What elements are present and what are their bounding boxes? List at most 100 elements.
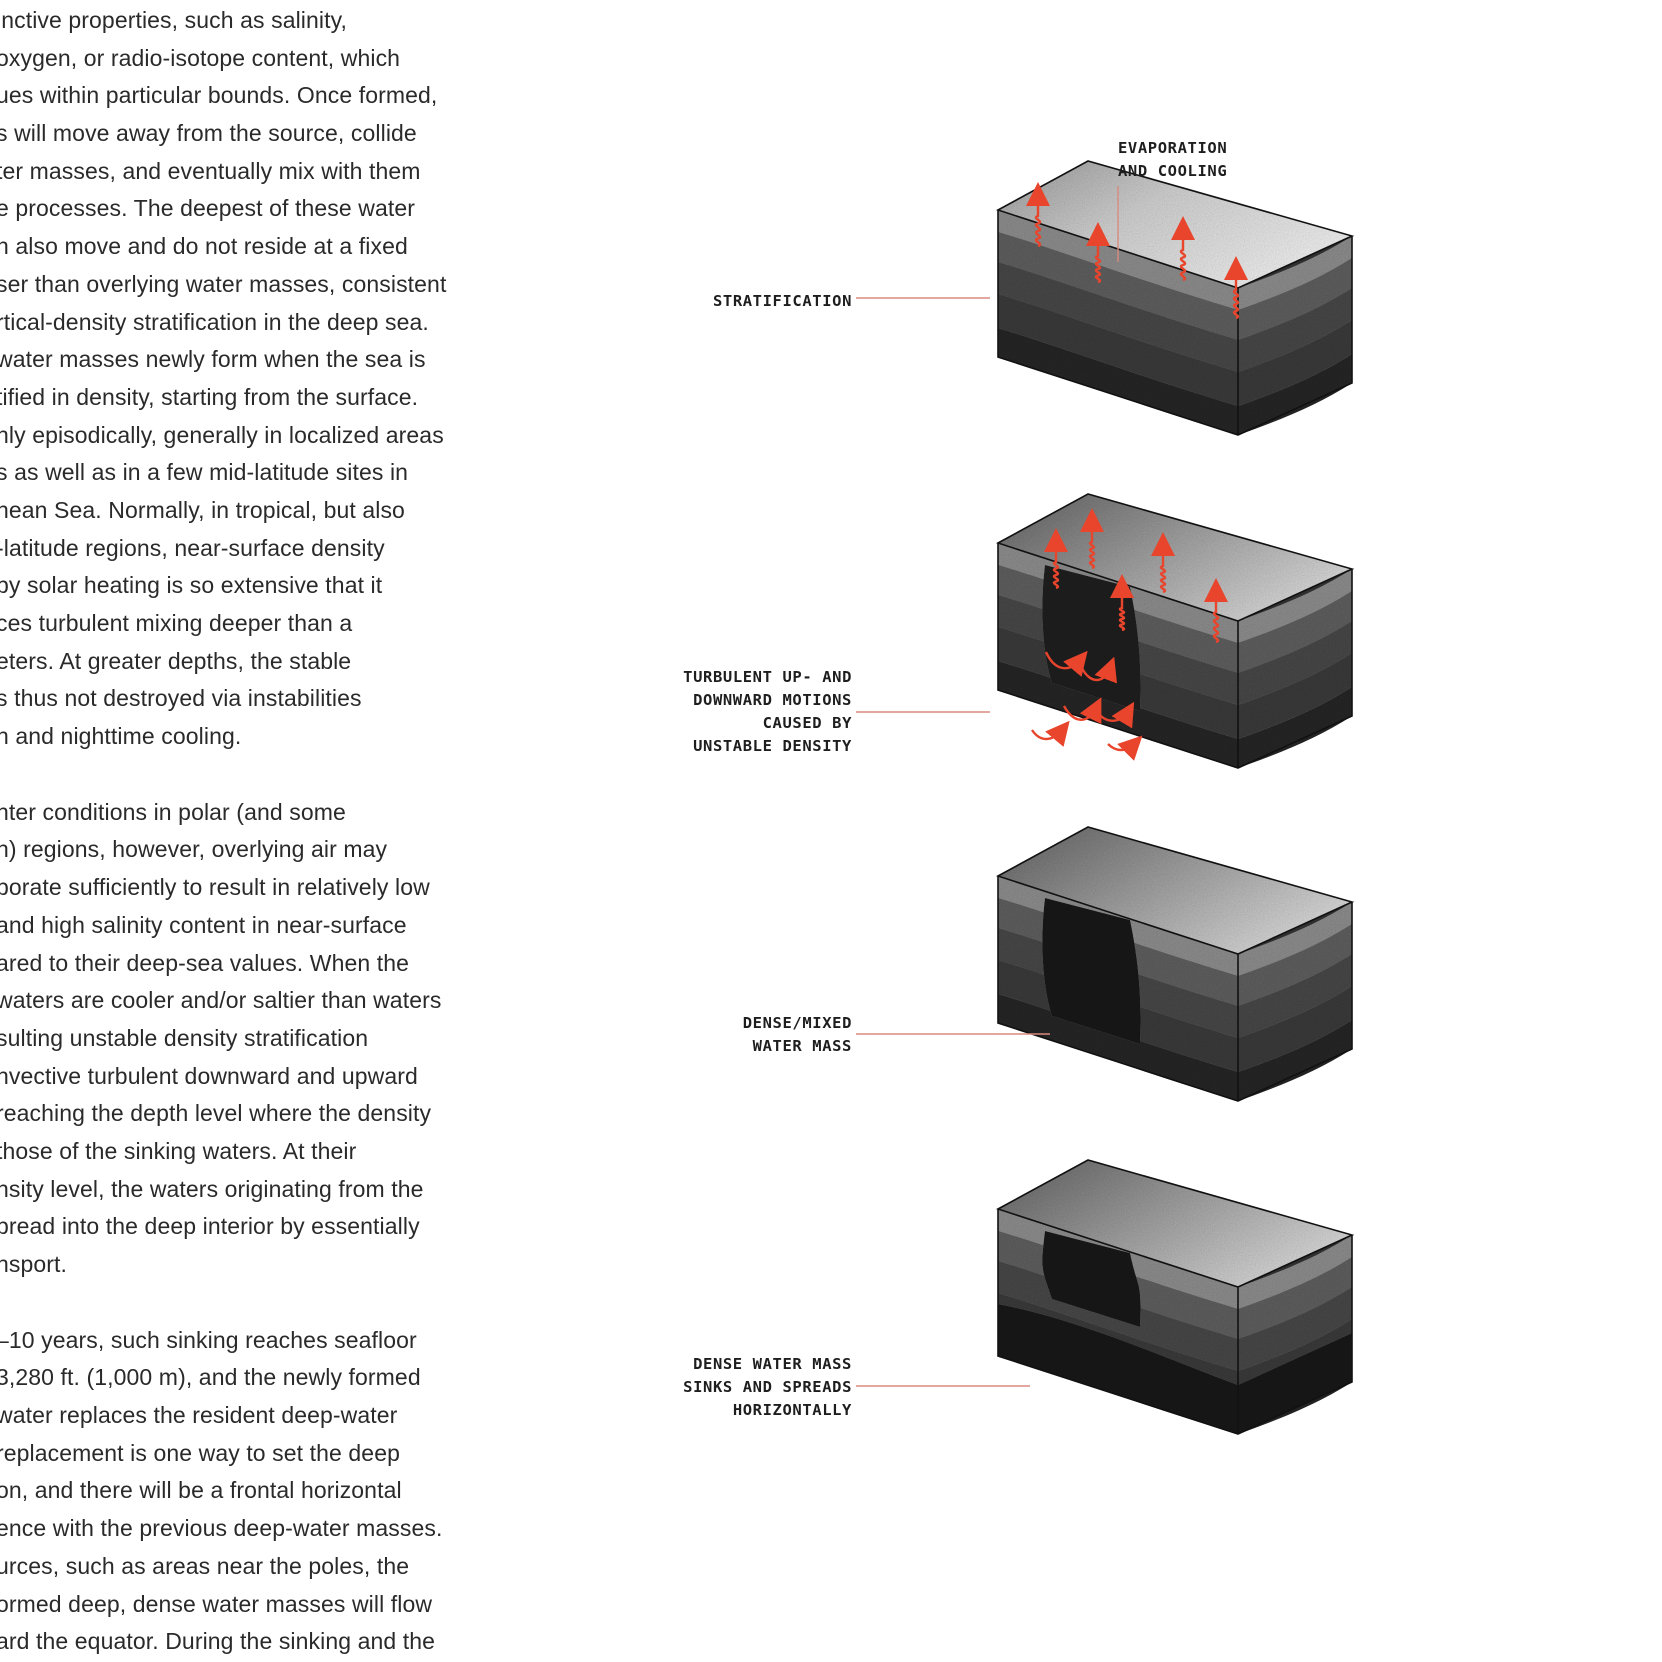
spreading-dense-layer [998,1304,1352,1434]
turbulence-arrow [1094,701,1135,729]
article-line: pread into the deep interior by essentia… [0,1213,420,1240]
article-line: nly episodically, generally in localized… [0,421,444,448]
article-line: ard the equator. During the sinking and … [0,1628,436,1655]
article-line: ser than overlying water masses, consist… [0,270,447,297]
article-line: tified in density, starting from the sur… [0,383,419,410]
article-line: ence with the previous deep-water masses… [0,1515,443,1542]
water-mass-formation-figure: EVAPORATION AND COOLING STRATIFICATION T… [660,0,1662,1662]
evaporation-arrow [1086,222,1110,284]
article-line: nsity level, the waters originating from… [0,1175,424,1202]
block-stage-2 [995,493,1355,769]
article-line: s thus not destroyed via instabilities [0,685,362,712]
water-layer-band [1238,569,1352,643]
figure-illustration [856,160,1355,1435]
article-line: eters. At greater depths, the stable [0,647,352,674]
block-top-face [998,1160,1352,1287]
article-line: and high salinity content in near-surfac… [0,911,407,938]
water-layer-band [998,232,1238,340]
evaporation-arrow [1151,532,1175,594]
article-line: nter conditions in polar (and some [0,798,346,825]
water-layer-band [1238,1020,1352,1101]
article-line: s will move away from the source, collid… [0,120,417,147]
article-text-column: inctive properties, such as salinity, oxy… [0,2,516,1661]
turbulence-arrow [1062,697,1102,725]
dense-water-column [1042,898,1141,1044]
article-line: -latitude regions, near-surface density [0,534,385,561]
water-layer-band [998,994,1238,1101]
evaporation-arrow [1026,182,1050,248]
water-layer-band [1238,1287,1352,1371]
article-paragraph-1: inctive properties, such as salinity, oxy… [0,2,516,756]
label-turbulent-motions: TURBULENT UP- AND DOWNWARD MOTIONS CAUSE… [683,668,852,755]
article-line: by solar heating is so extensive that it [0,572,383,599]
block-stage-4 [995,1159,1355,1435]
article-line: e processes. The deepest of these water [0,195,416,222]
label-dense-mixed-water-mass: DENSE/MIXED WATER MASS [742,1014,852,1055]
article-paragraph-2: nter conditions in polar (and some n) reg… [0,794,516,1284]
block-edges [995,493,1355,769]
water-layer-band [1238,320,1352,406]
article-line: ter masses, and eventually mix with them [0,157,421,184]
article-line: n and nighttime cooling. [0,723,242,750]
article-line: ues within particular bounds. Once forme… [0,82,438,109]
article-paragraph-3: –10 years, such sinking reaches seafloor… [0,1322,516,1661]
water-layer-band [1238,288,1352,372]
evaporation-arrow [1080,508,1104,570]
water-layer-band [1238,924,1352,1006]
water-layer-band [1238,1257,1352,1339]
water-layer-band [1238,986,1352,1072]
label-evaporation-and-cooling: EVAPORATION AND COOLING [1118,139,1228,180]
water-layer-band [1238,591,1352,673]
water-layer-band [1238,687,1352,768]
label-stratification: STRATIFICATION [712,292,852,310]
water-layer-band [1238,653,1352,739]
turbulence-arrow [1044,650,1088,677]
article-line: ces turbulent mixing deeper than a [0,610,353,636]
water-layer-band [1238,954,1352,1038]
article-line: sulting unstable density stratification [0,1024,369,1051]
block-edges [995,160,1355,436]
water-layer-band [1238,236,1352,310]
article-line: 3,280 ft. (1,000 m), and the newly forme… [0,1364,421,1391]
article-line: waters are cooler and/or saltier than wa… [0,987,442,1014]
article-line: nsport. [0,1251,68,1277]
article-line: nean Sea. Normally, in tropical, but als… [0,496,405,523]
article-line: water replaces the resident deep-water [0,1402,398,1429]
evaporation-arrow [1044,528,1068,590]
article-line: oxygen, or radio-isotope content, which [0,44,401,71]
article-line: replacement is one way to set the deep [0,1439,400,1466]
dense-water-column [1042,1231,1141,1327]
article-line: porate sufficiently to result in relativ… [0,874,430,901]
article-line: urces, such as areas near the poles, the [0,1552,410,1579]
article-line: n) regions, however, overlying air may [0,836,388,863]
article-line: rtical-density stratification in the dee… [0,308,429,335]
evaporation-arrow [1171,216,1195,282]
water-layer-band [1238,354,1352,435]
article-line: inctive properties, such as salinity, [0,7,347,33]
turbulence-arrow [1080,656,1118,684]
article-line: those of the sinking waters. At their [0,1137,357,1164]
water-layer-band [1238,1235,1352,1309]
article-line: on, and there will be a frontal horizont… [0,1477,402,1504]
evaporation-arrow [1224,256,1248,320]
turbulence-arrow [1107,735,1143,761]
article-line: –10 years, such sinking reaches seafloor [0,1326,417,1353]
block-stage-3 [995,826,1355,1102]
water-layer-band [998,294,1238,406]
turbulence-arrow [1031,720,1070,747]
article-line: ared to their deep-sea values. When the [0,949,410,976]
evaporation-arrow [1110,574,1134,632]
block-edges [995,1159,1355,1435]
article-line: nvective turbulent downward and upward [0,1062,418,1089]
block-top-face [998,827,1352,954]
water-layer-band [1238,258,1352,340]
water-layer-band [1238,621,1352,705]
article-line: water masses newly form when the sea is [0,346,426,373]
block-stage-1 [995,160,1355,436]
article-line: s as well as in a few mid-latitude sites… [0,459,409,486]
label-dense-water-sinks: DENSE WATER MASS SINKS AND SPREADS HORIZ… [683,1355,852,1419]
article-line: ormed deep, dense water masses will flow [0,1590,433,1617]
water-layer-band [998,328,1238,435]
evaporation-arrow [1204,578,1228,644]
water-layer-band [998,262,1238,372]
